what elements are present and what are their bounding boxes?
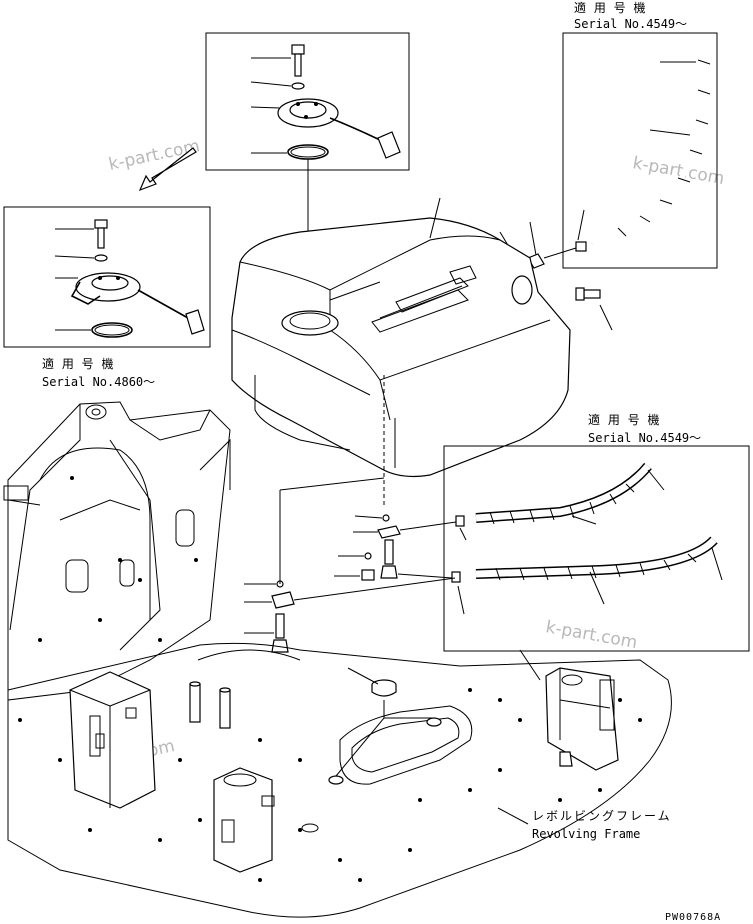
revolving-frame [3, 401, 672, 918]
left-callout-serial: Serial No.4860～ [42, 375, 155, 389]
watermark-3: k-part.com [544, 617, 639, 653]
drain-hose-box [443, 445, 750, 652]
mid-right-callout-jp: 適 用 号 機 [588, 412, 661, 427]
left-callout-jp: 適 用 号 機 [42, 356, 115, 371]
frame-label-en: Revolving Frame [532, 827, 640, 841]
drawing-code: PW00768A [665, 912, 721, 923]
direction-arrow [138, 147, 197, 192]
drain-fittings [244, 477, 465, 653]
top-right-callout-serial: Serial No.4549～ [574, 17, 687, 31]
alt-sender-detail-box [3, 206, 211, 348]
frame-holes [18, 476, 642, 882]
frame-label-jp: レボルビングフレーム [532, 809, 672, 823]
breather-hose-box [562, 32, 718, 269]
top-right-callout-jp: 適 用 号 機 [574, 0, 647, 15]
fuel-tank [231, 197, 571, 478]
mid-right-callout-serial: Serial No.4549～ [588, 431, 701, 445]
